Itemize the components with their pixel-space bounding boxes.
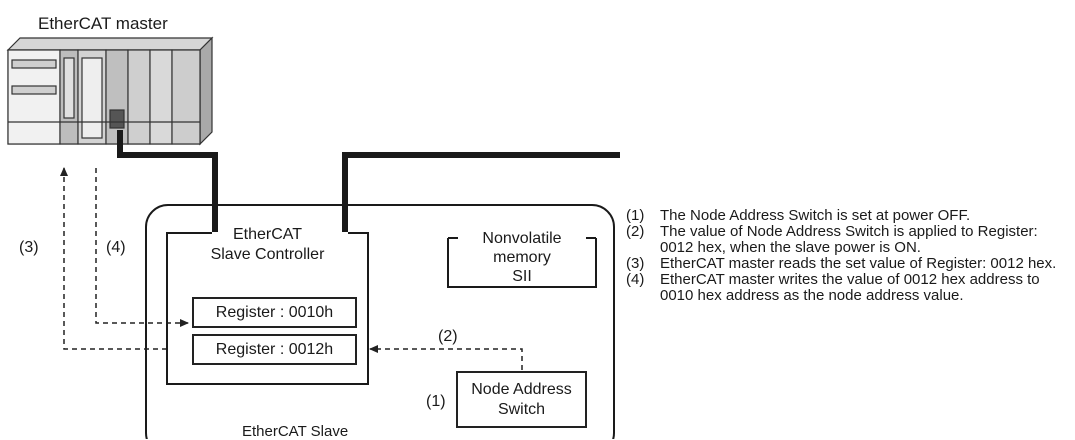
ethercat-slave-boundary — [145, 204, 615, 439]
step-item: (4) EtherCAT master writes the value of … — [626, 272, 1071, 304]
memory-label-line2: memory — [493, 249, 551, 266]
memory-label-line3: SII — [512, 268, 532, 285]
step-item: (2) The value of Node Address Switch is … — [626, 224, 1071, 256]
plc-device-icon — [6, 36, 214, 146]
slave-label: EtherCAT Slave — [242, 423, 349, 440]
arrow-tag-2: (2) — [438, 328, 458, 345]
controller-label-line1: EtherCAT — [232, 226, 303, 243]
step-text: EtherCAT master reads the set value of R… — [660, 255, 1057, 272]
controller-label-line2: Slave Controller — [210, 246, 325, 263]
step-item: (1) The Node Address Switch is set at po… — [626, 208, 1071, 224]
master-label: EtherCAT master — [38, 14, 168, 33]
switch-label-line1: Node Address — [471, 381, 572, 398]
node-address-switch — [456, 371, 587, 428]
switch-label-line2: Switch — [497, 401, 546, 418]
register-0012h-label: Register : 0012h — [215, 341, 334, 358]
cable-master-to-slave — [117, 130, 218, 232]
step-item: (3) EtherCAT master reads the set value … — [626, 256, 1071, 272]
arrow-4-write — [95, 168, 189, 327]
step-text: The Node Address Switch is set at power … — [660, 207, 971, 224]
ethernet-cables — [117, 130, 620, 232]
step-number: (4) — [626, 271, 645, 288]
arrow-tag-1: (1) — [426, 393, 446, 410]
step-number: (2) — [626, 223, 645, 240]
step-text: The value of Node Address Switch is appl… — [660, 223, 1038, 256]
step-number: (3) — [626, 255, 645, 272]
step-text: EtherCAT master writes the value of 0012… — [660, 271, 1040, 304]
arrow-tag-4: (4) — [106, 239, 126, 256]
cable-slave-out — [342, 152, 620, 232]
arrow-3-read — [60, 167, 167, 350]
arrow-tag-3: (3) — [19, 239, 39, 256]
arrow-2-apply — [369, 345, 523, 370]
register-0010h-label: Register : 0010h — [215, 304, 334, 321]
step-number: (1) — [626, 207, 645, 224]
memory-label-line1: Nonvolatile — [482, 230, 562, 247]
step-list: (1) The Node Address Switch is set at po… — [626, 208, 1071, 304]
register-0010h — [192, 297, 357, 328]
memory-bracket — [447, 237, 597, 288]
register-0012h — [192, 334, 357, 365]
